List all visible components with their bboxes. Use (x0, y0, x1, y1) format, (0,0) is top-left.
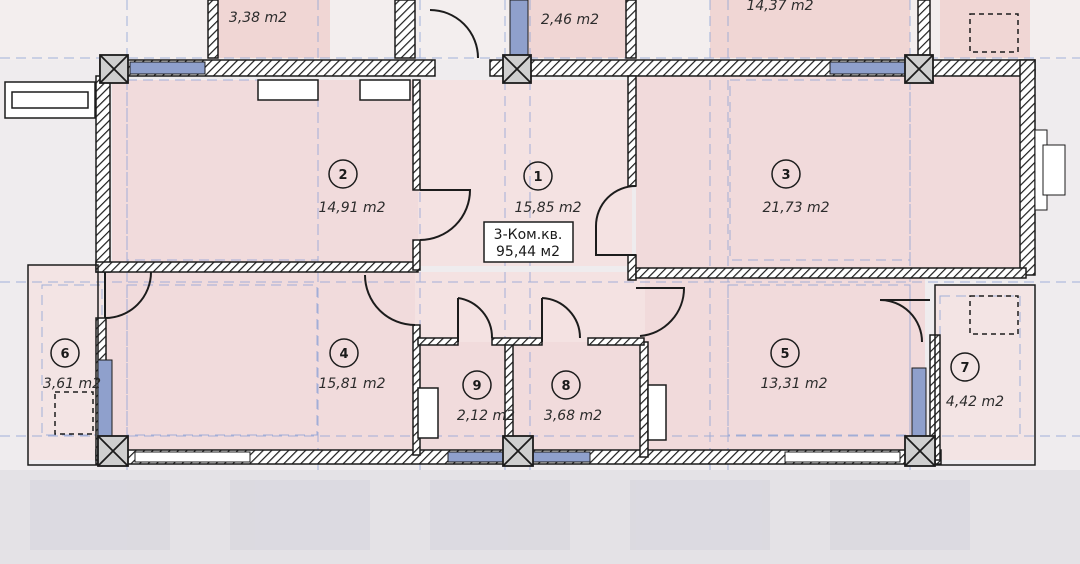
windows (97, 0, 1066, 463)
room-5-badge (770, 338, 800, 368)
room-7-number: 7 (960, 361, 969, 376)
room-4: 4 15,81 m2 (318, 338, 386, 392)
room-7-badge (950, 352, 980, 382)
room-6: 6 3,61 m2 (43, 338, 101, 392)
room-6-area: 3,61 m2 (43, 376, 101, 392)
columns (97, 54, 936, 467)
apartment-total-area: 95,44 м2 (496, 244, 560, 260)
apartment-label-box (483, 221, 574, 263)
room-7: 7 4,42 m2 (946, 352, 1004, 410)
room-1: 1 15,85 m2 (514, 161, 582, 216)
room-9-number: 9 (472, 379, 481, 394)
room-3-area: 21,73 m2 (762, 200, 829, 216)
room-8: 8 3,68 m2 (544, 370, 602, 424)
room-6-badge (50, 338, 80, 368)
room-5-area: 13,31 m2 (760, 376, 827, 392)
room-3-number: 3 (781, 168, 790, 183)
room-4-badge (329, 338, 359, 368)
room-8-number: 8 (561, 379, 570, 394)
room-2-number: 2 (338, 168, 347, 183)
room-4-number: 4 (339, 347, 348, 362)
room-5: 5 13,31 m2 (760, 338, 828, 392)
neighbor-area-center: 2,46 m2 (541, 12, 599, 28)
room-9: 9 2,12 m2 (457, 370, 515, 424)
apartment-type: 3-Ком.кв. (494, 227, 563, 243)
room-1-area: 15,85 m2 (514, 200, 581, 216)
room-1-badge (523, 161, 553, 191)
room-9-area: 2,12 m2 (457, 408, 515, 424)
neighbor-area-left: 3,38 m2 (229, 10, 287, 26)
room-3-badge (771, 159, 801, 189)
room-4-area: 15,81 m2 (318, 376, 385, 392)
room-1-number: 1 (533, 170, 542, 185)
room-2-area: 14,91 m2 (318, 200, 385, 216)
room-8-badge (551, 370, 581, 400)
room-9-badge (462, 370, 492, 400)
room-7-area: 4,42 m2 (946, 394, 1004, 410)
room-5-number: 5 (780, 347, 789, 362)
room-6-number: 6 (60, 347, 69, 362)
room-3: 3 21,73 m2 (762, 159, 830, 216)
fixtures (4, 13, 1019, 441)
room-8-area: 3,68 m2 (544, 408, 602, 424)
room-2: 2 14,91 m2 (318, 159, 386, 216)
doors (104, 9, 930, 343)
room-2-badge (328, 159, 358, 189)
apartment-label: 3-Ком.кв. 95,44 м2 (483, 221, 574, 263)
neighbor-area-right: 14,37 m2 (746, 0, 813, 14)
